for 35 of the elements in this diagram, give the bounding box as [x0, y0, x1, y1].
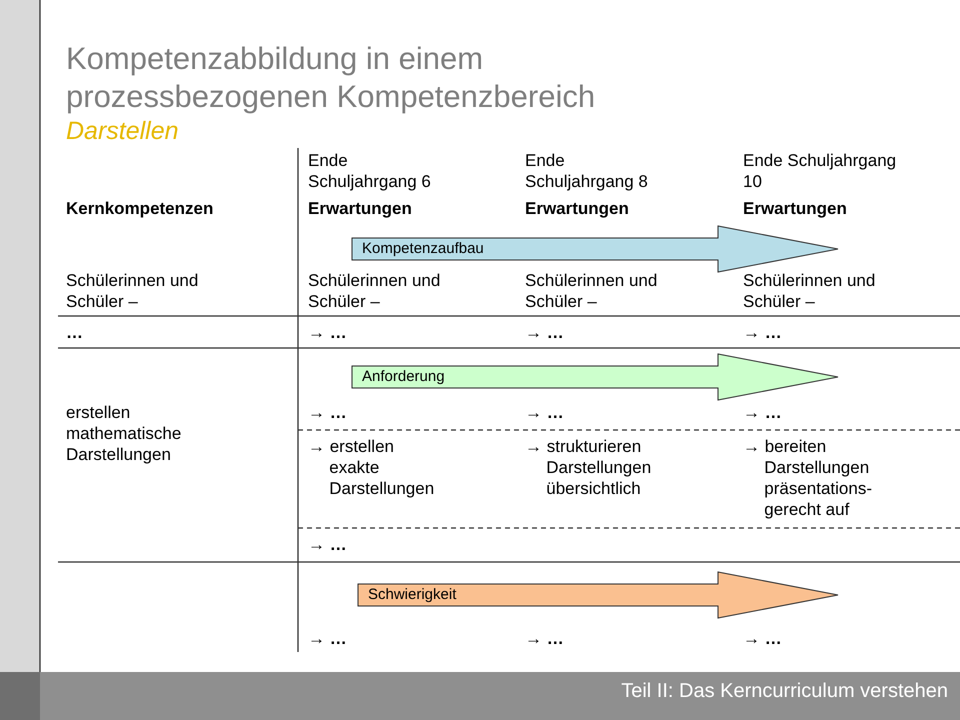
- table-text: → …: [308, 628, 347, 649]
- table-heading: Erwartungen: [525, 198, 629, 219]
- table-text: Schülerinnen und Schüler –: [308, 270, 442, 312]
- table-text: → …: [308, 534, 347, 555]
- table-text: → …: [743, 402, 782, 423]
- block-arrow: [352, 354, 838, 400]
- slide-title: Kompetenzabbildung in einem prozessbezogenen Kompetenzbereich: [66, 40, 596, 116]
- table-text: Ende Schuljahrgang 8: [525, 150, 649, 192]
- table-text: → bereiten Darstellungen präsentations- gerecht auf: [743, 436, 873, 520]
- arrow-label: Anforderung: [362, 368, 445, 386]
- table-text: Schülerinnen und Schüler –: [743, 270, 876, 312]
- table-heading: Erwartungen: [743, 198, 847, 219]
- table-text: → …: [525, 628, 564, 649]
- table-text: → …: [525, 322, 564, 343]
- table-text: …: [66, 322, 83, 343]
- table-text: Ende Schuljahrgang 10: [743, 150, 898, 192]
- section-heading: Darstellen: [66, 116, 179, 146]
- table-heading: Erwartungen: [308, 198, 412, 219]
- table-text: → …: [308, 322, 347, 343]
- table-text: → erstellen exakte Darstellungen: [308, 436, 436, 499]
- block-arrow: [352, 226, 838, 272]
- footer-text: Teil II: Das Kerncurriculum verstehen: [621, 679, 948, 704]
- table-text: → …: [743, 322, 782, 343]
- table-text: → strukturieren Darstellungen übersichtlich: [525, 436, 652, 499]
- arrow-label: Kompetenzaufbau: [362, 240, 484, 258]
- table-heading: Kernkompetenzen: [66, 198, 214, 219]
- table-text: Schülerinnen und Schüler –: [525, 270, 658, 312]
- table-text: → …: [308, 402, 347, 423]
- table-text: → …: [525, 402, 564, 423]
- block-arrow: [358, 572, 838, 618]
- table-text: Schülerinnen und Schüler –: [66, 270, 200, 312]
- table-text: Ende Schuljahrgang 6: [308, 150, 432, 192]
- table-text: → …: [743, 628, 782, 649]
- table-text: erstellen mathematische Darstellungen: [66, 402, 182, 465]
- arrow-label: Schwierigkeit: [368, 586, 456, 604]
